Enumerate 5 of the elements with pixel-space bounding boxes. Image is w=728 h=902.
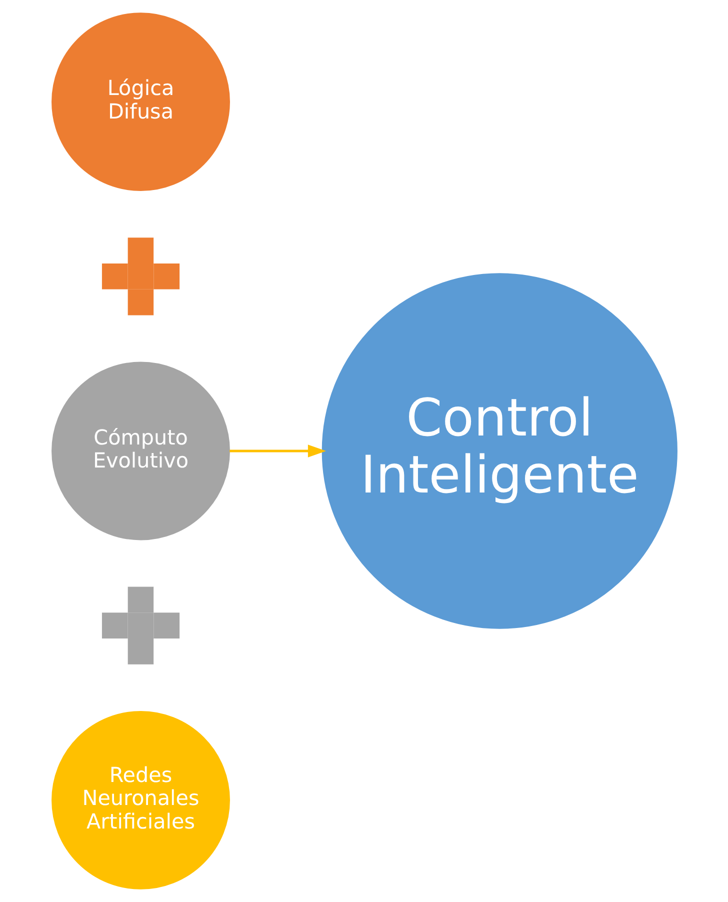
node-circle: Control Inteligente xyxy=(321,273,677,629)
node-circle: Lógica Difusa xyxy=(51,12,230,192)
arrow xyxy=(229,444,326,458)
node-circle: Redes Neuronales Artificiales xyxy=(51,710,230,890)
node-circle: Cómputo Evolutivo xyxy=(51,362,230,540)
